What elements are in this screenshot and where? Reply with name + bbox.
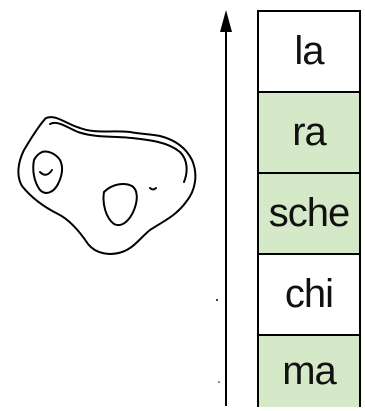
speck-dot [216,299,218,301]
mask-sketch-icon [17,116,197,255]
syllable-cell: sche [259,174,359,255]
syllable-table: la ra sche chi ma [257,10,361,407]
speck-dot [218,381,220,383]
syllable-cell: ma [259,336,359,407]
syllable-cell: ra [259,93,359,174]
syllable-cell: chi [259,255,359,336]
up-arrow-icon [220,10,232,406]
syllable-cell: la [259,12,359,93]
